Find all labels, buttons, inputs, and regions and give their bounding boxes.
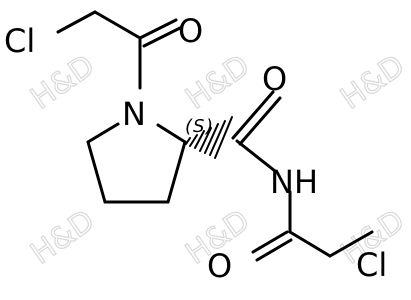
bond-carbonyl-o-top-2 <box>142 26 182 48</box>
bond-layer <box>56 10 374 262</box>
atom-label-o-top: O <box>178 12 203 50</box>
stereo-close-paren: ) <box>204 116 213 137</box>
stereo-descriptor: ( S ) <box>185 116 213 137</box>
bond-amide-c-nh <box>235 139 277 173</box>
atom-label-n-ring: N <box>122 95 146 133</box>
hashed-wedge-bond <box>185 116 233 159</box>
bond-carbonyl-o-bottom-1 <box>251 230 289 254</box>
atom-label-cl-top: Cl <box>4 22 35 60</box>
atom-label-layer: Cl O N O NH O Cl <box>4 12 387 285</box>
bond-n-c2 <box>156 123 187 144</box>
atom-label-nh: NH <box>270 163 318 201</box>
watermark-center: H&D <box>180 48 257 116</box>
stereo-label: S <box>193 116 204 137</box>
bond-c5-n <box>86 122 120 144</box>
atom-label-o-bottom: O <box>207 247 232 285</box>
bond-amide-c-o-2 <box>238 96 282 146</box>
bond-carbonyl-o-bottom-2 <box>255 238 293 262</box>
stereo-open-paren: ( <box>185 116 193 137</box>
watermark-left: H&D <box>25 48 102 116</box>
bond-c2-c3 <box>166 140 187 204</box>
bond-cl-ch2-top <box>56 10 97 34</box>
bond-amide-c-o-1 <box>231 90 275 140</box>
watermark-bottom-left: H&D <box>25 203 102 271</box>
bond-carbonyl-ch2-bottom <box>288 230 332 258</box>
atom-label-cl-bottom: Cl <box>356 246 387 284</box>
watermark-layer: H&D H&D H&D H&D H&D H&D <box>24 48 411 272</box>
bond-carbonyl-o-top-1 <box>138 18 178 40</box>
bond-ch2-carbonyl-top <box>93 10 142 40</box>
bond-c4-c5 <box>86 140 107 204</box>
watermark-right: H&D <box>335 48 411 116</box>
atom-label-o-amide: O <box>262 60 287 98</box>
bond-ch2-cl-bottom <box>328 230 374 258</box>
